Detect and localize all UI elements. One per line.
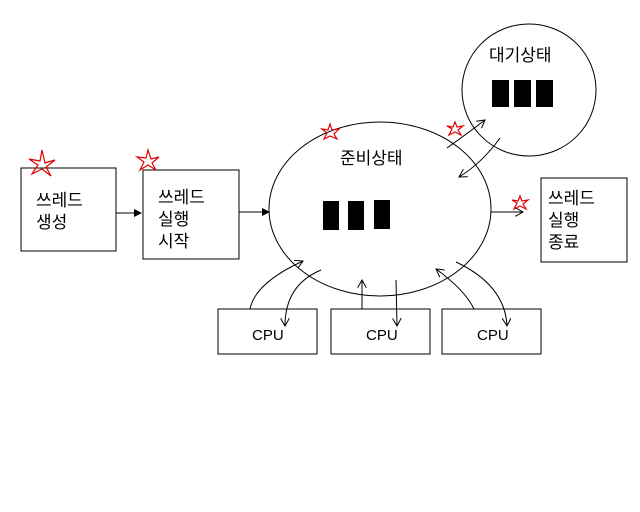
arrow-waiting-to-ready	[459, 137, 501, 177]
thread-end-node: 쓰레드 실행 종료	[540, 177, 628, 263]
thread-end-label-line1: 쓰레드	[548, 189, 595, 209]
star-marker-icon	[446, 120, 466, 137]
arrow-ready-to-cpu	[396, 279, 397, 326]
thread-end-label-line3: 종료	[548, 233, 579, 253]
thread-start-node: 쓰레드 실행 시작	[142, 169, 240, 260]
thread-start-label-line3: 시작	[158, 232, 190, 252]
ready-queue-block	[374, 200, 390, 229]
cpu-node: CPU	[441, 308, 542, 355]
thread-create-label-line2: 생성	[36, 213, 67, 233]
thread-start-label-line2: 실행	[158, 210, 189, 230]
waiting-queue-block	[536, 80, 553, 107]
star-marker-icon	[511, 194, 531, 211]
ready-state-label: 준비상태	[340, 149, 403, 169]
cpu-node: CPU	[330, 308, 431, 355]
arrow-cpu-to-ready	[249, 261, 303, 310]
ready-state-node: 준비상태	[268, 121, 492, 297]
star-marker-icon	[134, 147, 160, 172]
thread-create-node: 쓰레드 생성	[20, 167, 117, 252]
cpu-label: CPU	[477, 327, 509, 344]
waiting-state-node: 대기상태	[461, 23, 597, 157]
ready-queue-block	[348, 201, 364, 230]
star-marker-icon	[28, 149, 56, 177]
waiting-queue-block	[492, 80, 509, 107]
cpu-node: CPU	[217, 308, 318, 355]
arrow-cpu-to-ready	[436, 269, 475, 310]
waiting-state-label: 대기상태	[489, 46, 552, 66]
star-marker-icon	[319, 122, 341, 141]
cpu-label: CPU	[252, 327, 284, 344]
thread-end-label-line2: 실행	[548, 211, 579, 231]
arrow-ready-to-cpu	[285, 269, 322, 326]
arrow-ready-to-waiting	[446, 120, 485, 149]
ready-queue-block	[323, 201, 339, 230]
waiting-queue-block	[514, 80, 531, 107]
cpu-label: CPU	[366, 327, 398, 344]
thread-create-label-line1: 쓰레드	[36, 191, 83, 211]
arrow-ready-to-cpu	[455, 261, 507, 326]
thread-start-label-line1: 쓰레드	[158, 188, 205, 208]
